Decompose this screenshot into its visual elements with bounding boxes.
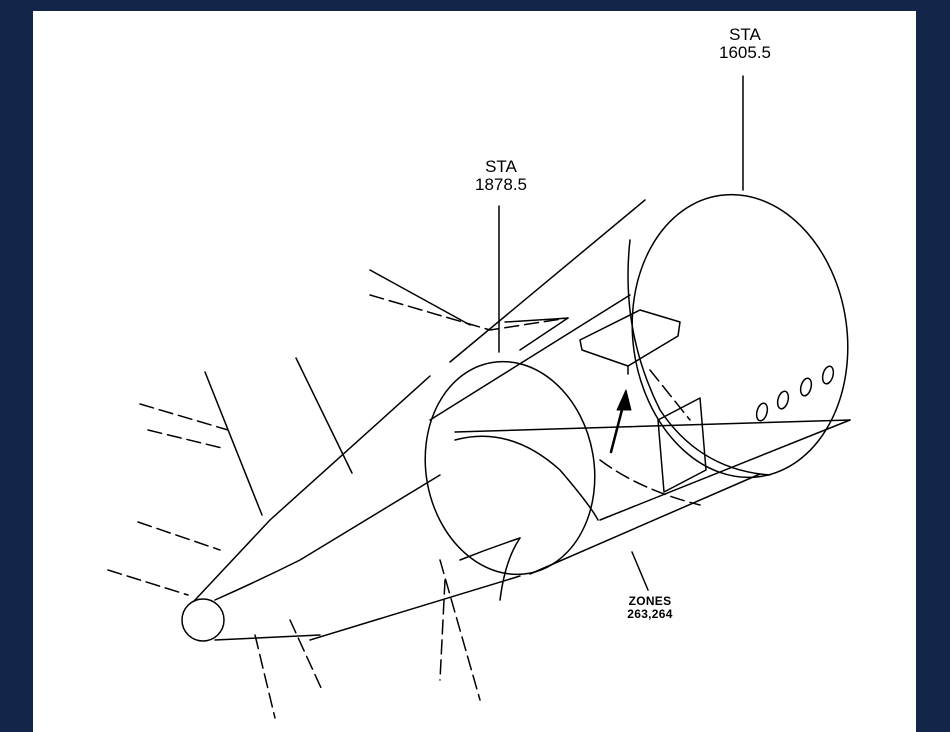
ventral-2: [439, 559, 481, 701]
lower-skin-line: [599, 419, 851, 521]
hatch: [657, 397, 707, 493]
tail-cone: [181, 598, 225, 642]
ventral-4: [254, 634, 276, 719]
access-panel: [579, 309, 681, 367]
window-3: [799, 377, 813, 397]
window-2: [776, 390, 790, 410]
label-zones-line1: ZONES: [628, 594, 672, 608]
interior-dash-2: [599, 459, 701, 506]
h-stab-3: [137, 521, 221, 551]
aft-ring-inner: [454, 435, 599, 521]
upper-skin-line: [449, 199, 646, 363]
upper-skin-line-2: [269, 375, 431, 521]
leader-zones: [631, 551, 649, 591]
ventral-1: [499, 537, 521, 601]
label-sta-aft: STA 1878.5: [456, 158, 546, 194]
h-stab-1: [139, 403, 229, 431]
forward-ring: [631, 193, 849, 479]
label-sta-forward-line1: STA: [729, 25, 761, 44]
label-zones: ZONES 263,264: [610, 595, 690, 620]
window-1: [755, 402, 769, 422]
crown-line: [429, 294, 631, 421]
ventral-5: [439, 579, 446, 681]
tail-cone-side: [214, 474, 441, 601]
label-zones-line2: 263,264: [627, 606, 673, 621]
mid-line: [454, 419, 851, 433]
fin-edge-3: [504, 317, 569, 351]
fin-edge-1: [369, 269, 471, 326]
h-stab-4: [107, 569, 189, 596]
fin-leading-2: [204, 371, 263, 516]
arrow-up-icon: [609, 389, 632, 454]
label-sta-aft-line1: STA: [485, 157, 517, 176]
keel-line-2: [309, 575, 521, 641]
tail-cone-top: [194, 519, 271, 601]
label-sta-forward-line2: 1605.5: [719, 42, 771, 62]
interior-dash-1: [649, 369, 691, 421]
label-sta-forward: STA 1605.5: [700, 26, 790, 62]
label-sta-aft-line2: 1878.5: [475, 174, 527, 194]
ventral-6: [459, 537, 521, 561]
fin-edge-2: [369, 294, 569, 331]
tail-cone-bottom: [214, 634, 321, 641]
h-stab-2: [147, 429, 223, 449]
ventral-3: [289, 619, 323, 691]
keel-line: [529, 473, 761, 575]
fin-leading: [295, 357, 353, 474]
window-4: [821, 365, 835, 385]
diagram-panel: [33, 11, 916, 732]
forward-ring-inner: [627, 239, 771, 476]
